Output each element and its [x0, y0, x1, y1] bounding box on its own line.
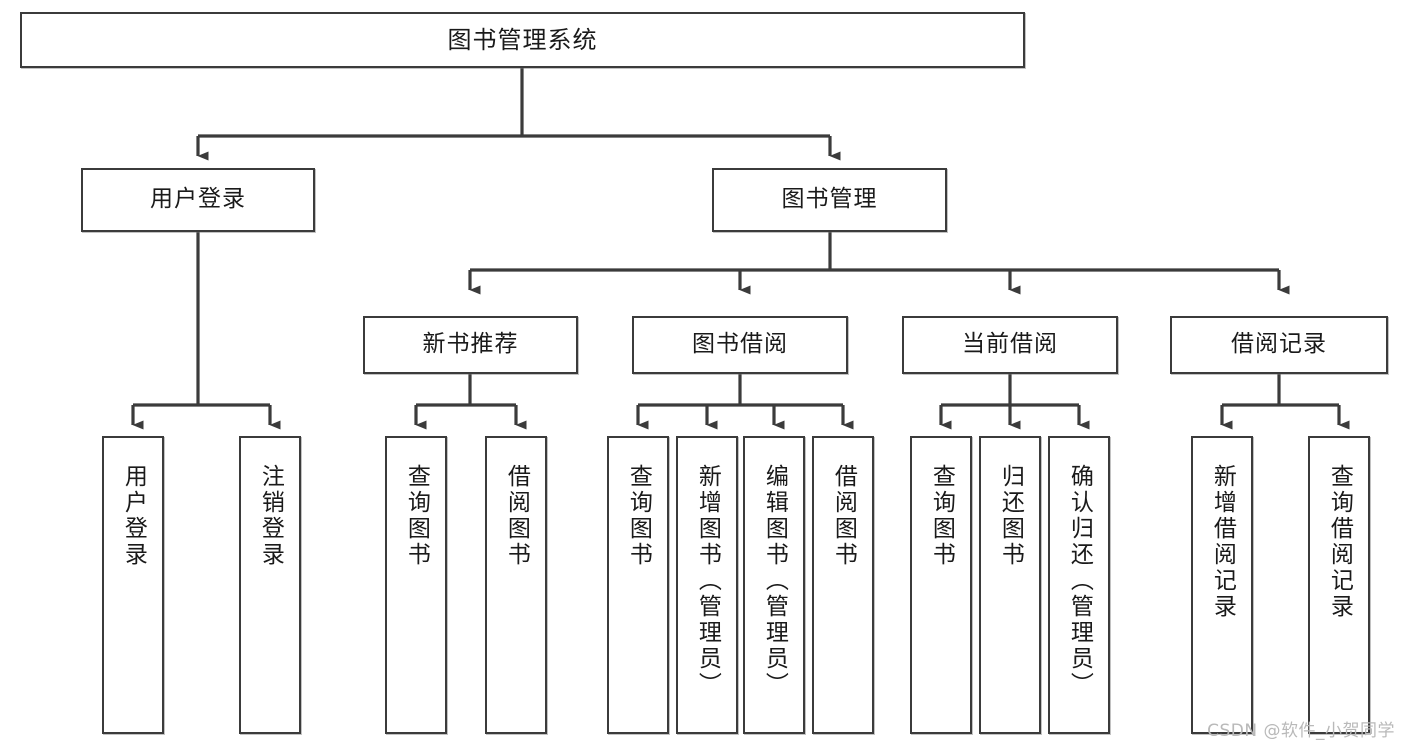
leaf-query-book-borrow[interactable]: 查询图书 [607, 436, 669, 734]
leaf-logout-label: 注销登录 [257, 464, 284, 568]
leaf-confirm-return-admin-label: 确认归还（管理员） [1066, 464, 1093, 698]
leaf-query-book-recommend-label: 查询图书 [403, 464, 430, 568]
node-new-book-recommend-label: 新书推荐 [422, 331, 519, 358]
leaf-edit-book-admin[interactable]: 编辑图书（管理员） [743, 436, 805, 734]
leaf-return-book[interactable]: 归还图书 [979, 436, 1041, 734]
leaf-add-borrow-record[interactable]: 新增借阅记录 [1191, 436, 1253, 734]
leaf-user-login-label: 用户登录 [120, 464, 147, 568]
node-borrow-record-label: 借阅记录 [1231, 331, 1327, 358]
leaf-borrow-book-recommend-label: 借阅图书 [503, 464, 530, 568]
leaf-query-borrow-record-label: 查询借阅记录 [1326, 464, 1353, 620]
watermark-text: CSDN @软件_小贺同学 [1207, 721, 1395, 741]
node-borrow-record[interactable]: 借阅记录 [1170, 316, 1388, 374]
leaf-logout[interactable]: 注销登录 [239, 436, 301, 734]
node-root-label: 图书管理系统 [447, 25, 598, 54]
node-new-book-recommend[interactable]: 新书推荐 [363, 316, 578, 374]
node-current-borrow[interactable]: 当前借阅 [902, 316, 1118, 374]
node-book-management-label: 图书管理 [781, 186, 878, 213]
leaf-add-book-admin[interactable]: 新增图书（管理员） [676, 436, 738, 734]
node-book-borrow[interactable]: 图书借阅 [632, 316, 848, 374]
leaf-user-login[interactable]: 用户登录 [102, 436, 164, 734]
node-root[interactable]: 图书管理系统 [20, 12, 1025, 68]
leaf-add-borrow-record-label: 新增借阅记录 [1209, 464, 1236, 620]
leaf-return-book-label: 归还图书 [997, 464, 1024, 568]
node-user-login-label: 用户登录 [150, 186, 246, 213]
leaf-edit-book-admin-label: 编辑图书（管理员） [761, 464, 788, 698]
node-book-management[interactable]: 图书管理 [712, 168, 947, 232]
leaf-borrow-book[interactable]: 借阅图书 [812, 436, 874, 734]
node-current-borrow-label: 当前借阅 [962, 331, 1058, 358]
leaf-add-book-admin-label: 新增图书（管理员） [694, 464, 721, 698]
node-book-borrow-label: 图书借阅 [692, 331, 788, 358]
leaf-query-book-current[interactable]: 查询图书 [910, 436, 972, 734]
leaf-query-book-recommend[interactable]: 查询图书 [385, 436, 447, 734]
leaf-query-book-current-label: 查询图书 [928, 464, 955, 568]
leaf-query-book-borrow-label: 查询图书 [625, 464, 652, 568]
leaf-query-borrow-record[interactable]: 查询借阅记录 [1308, 436, 1370, 734]
leaf-borrow-book-recommend[interactable]: 借阅图书 [485, 436, 547, 734]
leaf-confirm-return-admin[interactable]: 确认归还（管理员） [1048, 436, 1110, 734]
leaf-borrow-book-label: 借阅图书 [830, 464, 857, 568]
node-user-login[interactable]: 用户登录 [81, 168, 315, 232]
